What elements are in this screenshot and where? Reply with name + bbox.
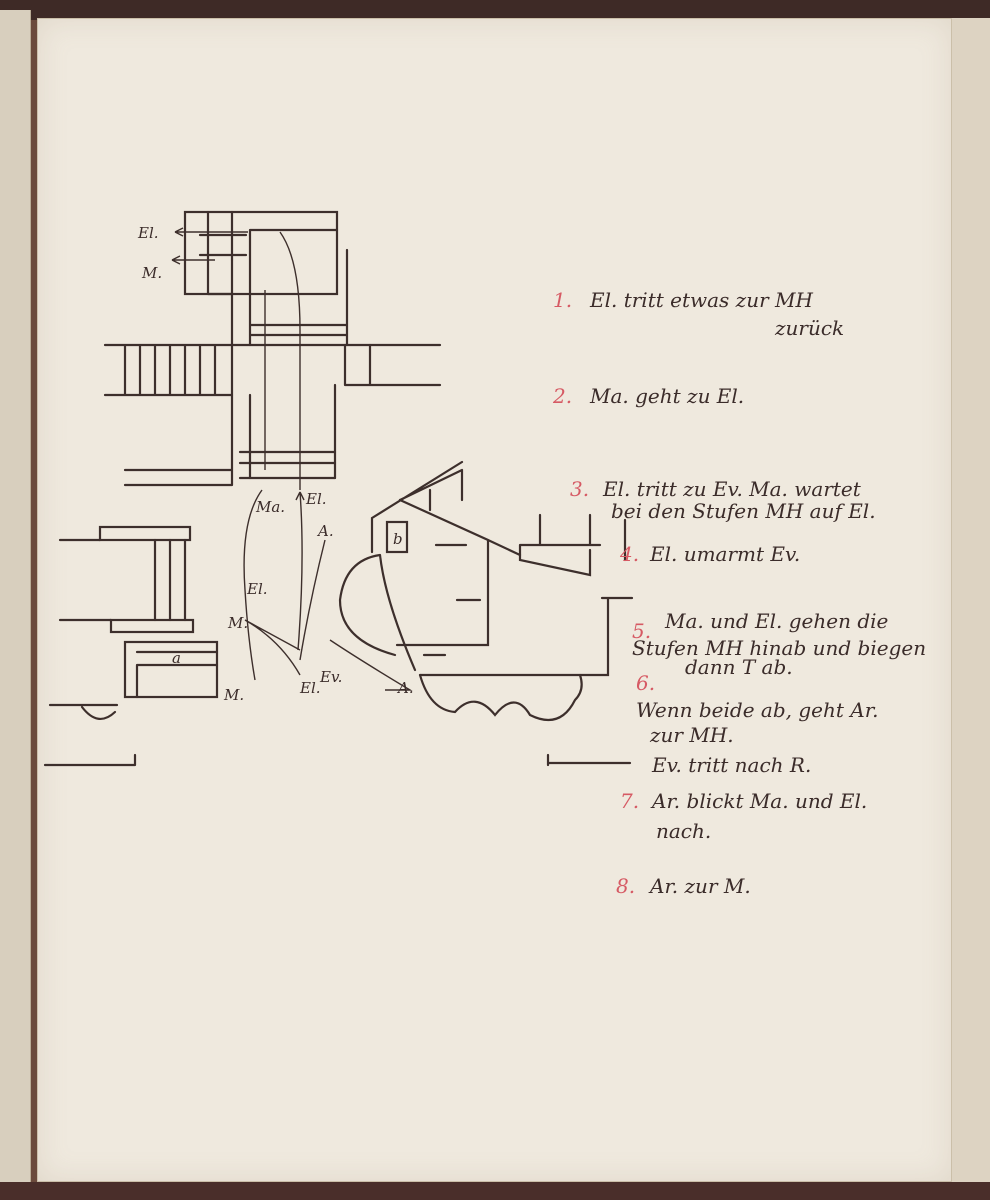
label-el-left: El. (246, 580, 268, 598)
direction-2-text: Ma. geht zu El. (589, 384, 744, 408)
direction-7-text: Ar. blickt Ma. und El. (650, 789, 867, 813)
label-m-top: M. (141, 264, 162, 282)
book-left-edge (0, 10, 31, 1190)
direction-1-text-2: zurück (774, 316, 844, 340)
label-a-mid: A. (316, 522, 334, 540)
direction-6-text-3: Ev. tritt nach R. (651, 753, 811, 777)
left-structures (43, 525, 219, 767)
label-m-bottom: M. (223, 686, 244, 704)
label-box-a: a (172, 649, 181, 667)
direction-5-number: 5. (632, 619, 651, 643)
direction-4-text: El. umarmt Ev. (649, 542, 800, 566)
direction-8-number: 8. (616, 874, 635, 898)
direction-5-text-3: dann T ab. (685, 655, 793, 679)
sketch-labels: El. M. Ma. El. A. El. M. M. El. Ev. A. a… (137, 224, 414, 704)
direction-4-number: 4. (619, 542, 639, 566)
house-structure (338, 460, 634, 767)
label-ma: Ma. (255, 498, 285, 516)
direction-7-number: 7. (620, 789, 639, 813)
upper-stairs (103, 210, 442, 487)
direction-5-text: Ma. und El. gehen die (664, 609, 888, 633)
book-cover-bottom (0, 1182, 990, 1200)
direction-6-text: Wenn beide ab, geht Ar. (636, 698, 878, 722)
movement-arrows (171, 227, 413, 691)
direction-1-text: El. tritt etwas zur MH (589, 288, 813, 312)
page-stack-right (945, 18, 990, 1183)
book-cover-top (0, 0, 990, 20)
direction-1-number: 1. (553, 288, 572, 312)
direction-7-text-2: nach. (656, 819, 711, 843)
label-el-bottom: El. (299, 679, 321, 697)
label-box-b: b (393, 530, 403, 548)
label-el-mid: El. (305, 490, 327, 508)
stage-directions: 1. El. tritt etwas zur MH zurück 2. Ma. … (552, 288, 926, 898)
direction-3-text-2: bei den Stufen MH auf El. (611, 499, 876, 523)
label-m-left: M. (227, 614, 248, 632)
direction-6-text-2: zur MH. (649, 723, 734, 747)
direction-3-number: 3. (570, 477, 589, 501)
direction-6-number: 6. (636, 671, 655, 695)
label-a-bottom: A. (396, 679, 414, 697)
direction-2-number: 2. (552, 384, 572, 408)
label-el-top: El. (137, 224, 159, 242)
direction-3-text: El. tritt zu Ev. Ma. wartet (602, 477, 862, 501)
direction-8-text: Ar. zur M. (648, 874, 751, 898)
label-ev: Ev. (319, 668, 342, 686)
direction-5-text-2: Stufen MH hinab und biegen (632, 636, 926, 660)
